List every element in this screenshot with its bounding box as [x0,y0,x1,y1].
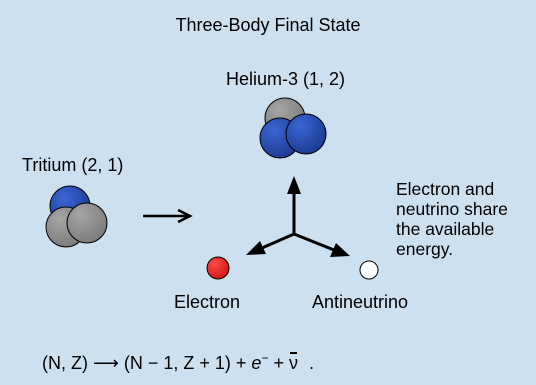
energy-note-line: energy. [396,239,454,259]
equation-rhs: (N − 1, Z + 1) [123,353,231,373]
helium3-arrow [287,176,301,234]
equation-plus: + [235,353,247,373]
helium3-nucleus [259,97,327,159]
electron-label: Electron [174,292,241,312]
decay-equation: (N, Z) ⟶ (N − 1, Z + 1) + e− + ν . [42,352,314,372]
tritium-nucleus [45,185,108,248]
equation-period: . [309,353,315,373]
equation-arrow: ⟶ [93,353,119,373]
helium3-label: Helium-3 (1, 2) [226,69,346,89]
antineutrino-particle [359,260,379,280]
equation-plus: + [273,353,284,373]
energy-note: Electron and neutrino share the availabl… [396,179,508,259]
antineutrino-arrow [293,232,350,257]
energy-note-line: the available [396,219,495,239]
antineutrino-label: Antineutrino [312,292,409,312]
equation-electron: e− [251,351,269,373]
equation-antineutrino: ν [289,352,298,373]
reaction-arrow [143,208,193,224]
energy-note-line: Electron and [396,179,495,199]
equation-lhs: (N, Z) [42,353,88,373]
electron-arrow [246,232,295,255]
electron-particle [206,256,230,280]
tritium-neutron [66,202,108,244]
tritium-label: Tritium (2, 1) [22,155,124,175]
helium3-proton [285,113,327,155]
diagram-title: Three-Body Final State [175,15,361,35]
energy-note-line: neutrino share [396,199,508,219]
